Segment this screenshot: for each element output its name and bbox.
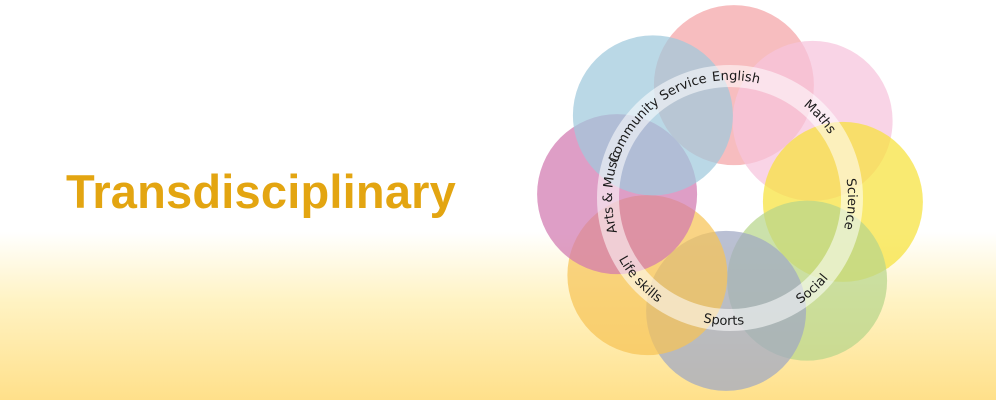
page-title: Transdisciplinary (66, 165, 457, 218)
subject-label-english: English (711, 69, 761, 88)
venn-circles (537, 5, 923, 391)
subject-label-sports: Sports (702, 311, 745, 329)
subject-ring (597, 65, 863, 331)
subject-label-science: Science (840, 177, 859, 231)
